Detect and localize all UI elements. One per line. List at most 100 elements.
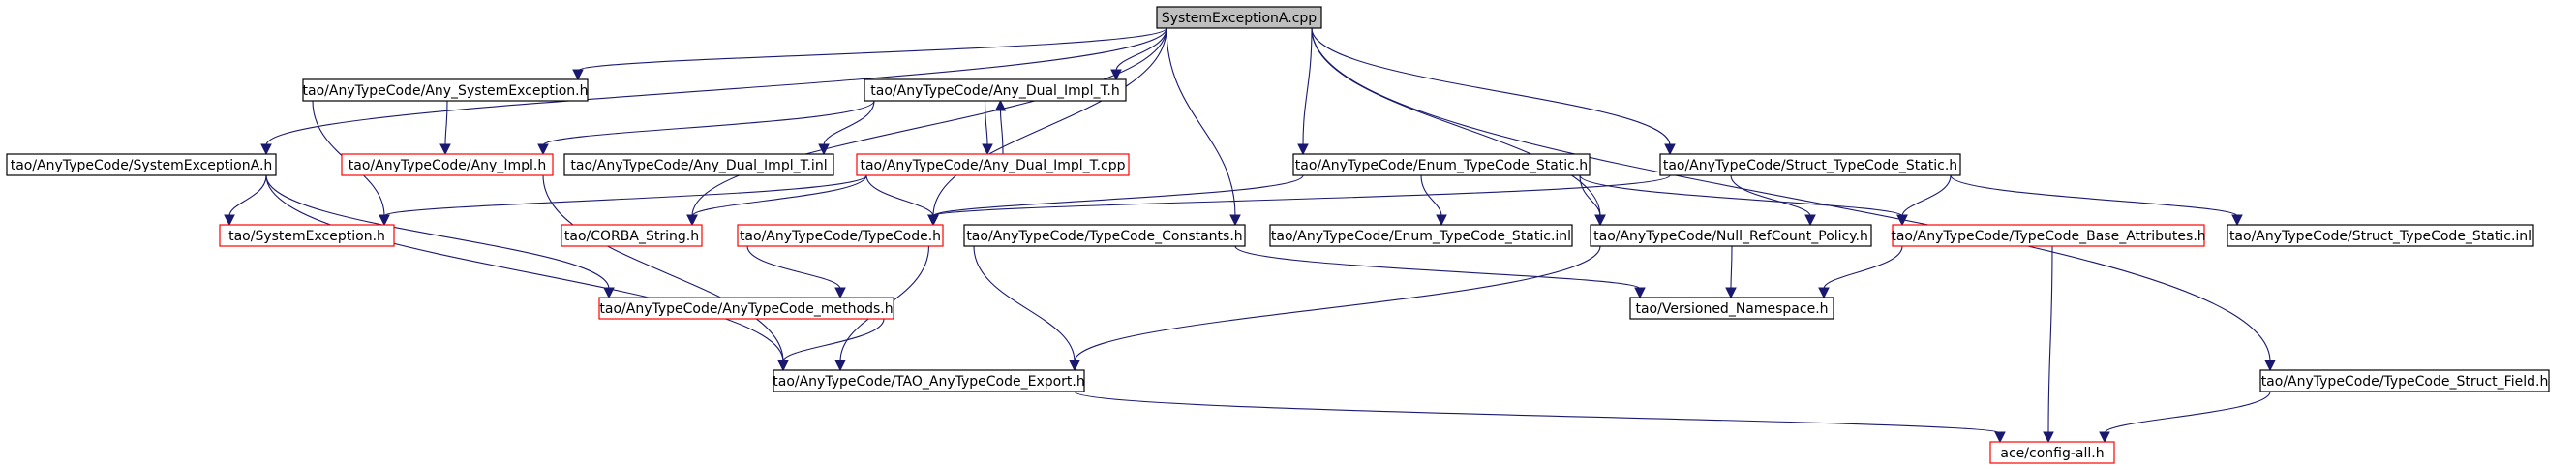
edge-methods-to-export bbox=[777, 318, 885, 372]
edge-root-to-anysys bbox=[572, 27, 1167, 81]
node-enumst[interactable]: tao/AnyTypeCode/Enum_TypeCode_Static.h bbox=[1292, 153, 1591, 176]
edge-tcconst-to-versioned bbox=[1234, 245, 1646, 299]
node-label: tao/CORBA_String.h bbox=[564, 229, 699, 244]
edge-structst-to-structinl bbox=[1950, 174, 2243, 227]
node-sysex[interactable]: tao/SystemException.h bbox=[219, 224, 395, 247]
node-box bbox=[864, 78, 1127, 102]
edge-dualcpp-to-dualimpl bbox=[994, 99, 1007, 155]
edge-nullref-to-export bbox=[1069, 245, 1601, 372]
edge-structst-to-nullref bbox=[1730, 174, 1816, 227]
edge-anyimpl-to-export bbox=[542, 174, 789, 372]
node-typecode[interactable]: tao/AnyTypeCode/TypeCode.h bbox=[737, 224, 944, 247]
edge-sysexA-to-methods bbox=[265, 174, 615, 299]
node-box bbox=[1989, 441, 2115, 464]
node-box bbox=[563, 153, 834, 176]
edge-dualimpl-to-dualinl bbox=[818, 100, 875, 156]
node-sysexA[interactable]: tao/AnyTypeCode/SystemExceptionA.h bbox=[6, 153, 277, 176]
edge-anysys-to-anyimpl bbox=[439, 100, 451, 156]
node-enuminl[interactable]: tao/AnyTypeCode/Enum_TypeCode_Static.inl bbox=[1269, 224, 1573, 247]
node-nullref[interactable]: tao/AnyTypeCode/Null_RefCount_Policy.h bbox=[1590, 224, 1872, 247]
node-box bbox=[302, 78, 589, 102]
edge-export-to-config bbox=[1074, 391, 2006, 444]
edge-tcbase-to-config bbox=[2043, 245, 2054, 444]
node-config[interactable]: ace/config-all.h bbox=[1989, 441, 2115, 464]
node-box bbox=[856, 153, 1130, 176]
node-label: SystemExceptionA.cpp bbox=[1162, 11, 1317, 26]
node-root[interactable]: SystemExceptionA.cpp bbox=[1156, 6, 1322, 29]
node-box bbox=[561, 224, 703, 247]
node-tcconst[interactable]: tao/AnyTypeCode/TypeCode_Constants.h bbox=[963, 224, 1246, 247]
edge-sysexA-to-export bbox=[265, 174, 789, 372]
edge-root-to-structfield bbox=[1311, 27, 2276, 372]
node-label: ace/config-all.h bbox=[2000, 446, 2104, 461]
edge-nullref-to-versioned bbox=[1725, 245, 1737, 299]
node-export[interactable]: tao/AnyTypeCode/TAO_AnyTypeCode_Export.h bbox=[773, 369, 1085, 392]
node-label: tao/AnyTypeCode/Any_Dual_Impl_T.h bbox=[870, 83, 1119, 99]
node-anysys[interactable]: tao/AnyTypeCode/Any_SystemException.h bbox=[302, 78, 589, 102]
node-label: tao/AnyTypeCode/Any_Impl.h bbox=[349, 158, 546, 173]
edge-structst-to-typecode bbox=[927, 174, 1671, 227]
node-structfield[interactable]: tao/AnyTypeCode/TypeCode_Struct_Field.h bbox=[2259, 369, 2550, 392]
nodes-layer: SystemExceptionA.cpp tao/AnyTypeCode/Any_… bbox=[6, 6, 2550, 464]
node-label: tao/AnyTypeCode/SystemExceptionA.h bbox=[11, 158, 273, 173]
node-box bbox=[1156, 6, 1322, 29]
edge-root-to-nullref bbox=[1311, 27, 1606, 227]
node-label: tao/SystemException.h bbox=[228, 229, 385, 244]
node-label: tao/AnyTypeCode/Struct_TypeCode_Static.h bbox=[1663, 158, 1957, 173]
node-box bbox=[219, 224, 395, 247]
edge-enumst-to-nullref bbox=[1579, 174, 1606, 227]
node-label: tao/AnyTypeCode/Null_RefCount_Policy.h bbox=[1593, 229, 1868, 244]
edge-tcconst-to-export bbox=[973, 245, 1080, 372]
node-label: tao/AnyTypeCode/Any_SystemException.h bbox=[303, 83, 589, 99]
node-box bbox=[1892, 224, 2205, 247]
edge-enumst-to-typecode bbox=[927, 174, 1304, 227]
node-box bbox=[737, 224, 944, 247]
node-box bbox=[1590, 224, 1872, 247]
node-box bbox=[1659, 153, 1961, 176]
edge-sysexA-to-sysex bbox=[224, 174, 267, 227]
node-label: tao/AnyTypeCode/TypeCode_Struct_Field.h bbox=[2261, 374, 2549, 390]
node-structinl[interactable]: tao/AnyTypeCode/Struct_TypeCode_Static.i… bbox=[2227, 224, 2534, 247]
node-label: tao/AnyTypeCode/Enum_TypeCode_Static.h bbox=[1295, 158, 1588, 173]
node-methods[interactable]: tao/AnyTypeCode/AnyTypeCode_methods.h bbox=[598, 297, 894, 320]
edge-dualcpp-to-corba bbox=[686, 174, 867, 227]
node-label: tao/AnyTypeCode/Any_Dual_Impl_T.inl bbox=[570, 158, 827, 173]
edge-enumst-to-tcbase bbox=[1579, 174, 1908, 227]
edge-root-to-tcconst bbox=[1166, 27, 1241, 227]
node-anyimpl[interactable]: tao/AnyTypeCode/Any_Impl.h bbox=[341, 153, 554, 176]
node-label: tao/AnyTypeCode/Any_Dual_Impl_T.cpp bbox=[860, 158, 1125, 173]
edges-layer bbox=[224, 27, 2276, 444]
node-versioned[interactable]: tao/Versioned_Namespace.h bbox=[1629, 297, 1834, 320]
node-tcbase[interactable]: tao/AnyTypeCode/TypeCode_Base_Attributes… bbox=[1891, 224, 2206, 247]
node-dualinl[interactable]: tao/AnyTypeCode/Any_Dual_Impl_T.inl bbox=[563, 153, 834, 176]
node-box bbox=[2259, 369, 2550, 392]
node-box bbox=[598, 297, 894, 320]
node-corba[interactable]: tao/CORBA_String.h bbox=[561, 224, 703, 247]
edge-root-to-enumst bbox=[1297, 27, 1313, 156]
edge-structst-to-tcbase bbox=[1896, 174, 1952, 227]
node-structst[interactable]: tao/AnyTypeCode/Struct_TypeCode_Static.h bbox=[1659, 153, 1961, 176]
node-label: tao/AnyTypeCode/TypeCode_Constants.h bbox=[966, 229, 1242, 244]
edge-typecode-to-methods bbox=[746, 245, 846, 299]
node-box bbox=[1292, 153, 1591, 176]
node-label: tao/AnyTypeCode/Struct_TypeCode_Static.i… bbox=[2229, 229, 2531, 244]
node-box bbox=[1269, 224, 1573, 247]
node-box bbox=[6, 153, 277, 176]
node-dualcpp[interactable]: tao/AnyTypeCode/Any_Dual_Impl_T.cpp bbox=[856, 153, 1130, 176]
edge-root-to-structst bbox=[1311, 27, 1676, 156]
node-label: tao/AnyTypeCode/TypeCode_Base_Attributes… bbox=[1891, 229, 2205, 244]
edge-enumst-to-enuminl bbox=[1420, 174, 1447, 227]
node-box bbox=[773, 369, 1085, 392]
node-box bbox=[341, 153, 554, 176]
node-dualimpl[interactable]: tao/AnyTypeCode/Any_Dual_Impl_T.h bbox=[864, 78, 1127, 102]
node-label: tao/AnyTypeCode/AnyTypeCode_methods.h bbox=[599, 301, 893, 317]
node-label: tao/Versioned_Namespace.h bbox=[1635, 301, 1828, 317]
edge-dualimpl-to-dualcpp bbox=[982, 100, 993, 156]
edge-tcbase-to-versioned bbox=[1818, 245, 1903, 299]
node-label: tao/AnyTypeCode/Enum_TypeCode_Static.inl bbox=[1271, 229, 1571, 244]
node-box bbox=[1629, 297, 1834, 320]
node-box bbox=[963, 224, 1246, 247]
node-label: tao/AnyTypeCode/TAO_AnyTypeCode_Export.h bbox=[773, 374, 1085, 390]
node-box bbox=[2227, 224, 2534, 247]
